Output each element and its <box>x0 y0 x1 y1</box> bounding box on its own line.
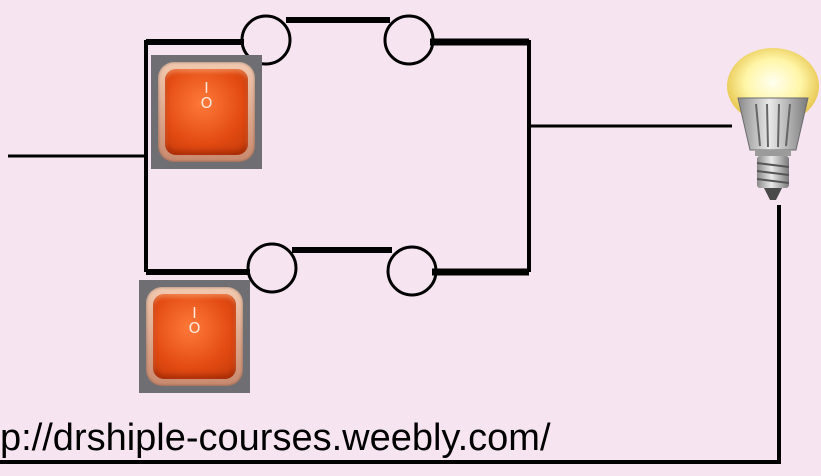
rocker-switch-icon: I O <box>139 280 250 393</box>
switch-off-mark: O <box>200 94 213 112</box>
terminal-contact <box>383 14 435 66</box>
bottom-branch <box>146 242 529 297</box>
switch-rocker: I O <box>165 69 248 155</box>
terminal-contact <box>386 245 438 297</box>
switch-rocker: I O <box>153 294 236 379</box>
top-branch <box>146 14 529 66</box>
switch-on-mark: I <box>192 304 197 322</box>
switch-on-mark: I <box>204 79 209 97</box>
terminal-contact <box>240 14 292 66</box>
light-bulb-icon <box>727 48 819 200</box>
switch-bezel: I O <box>146 287 243 386</box>
terminal-contact <box>246 242 298 294</box>
source-url-text: p://drshiple-courses.weebly.com/ <box>0 417 551 459</box>
rocker-switch-icon: I O <box>151 55 262 169</box>
switch-bezel: I O <box>158 62 255 162</box>
switch-off-mark: O <box>188 319 201 337</box>
